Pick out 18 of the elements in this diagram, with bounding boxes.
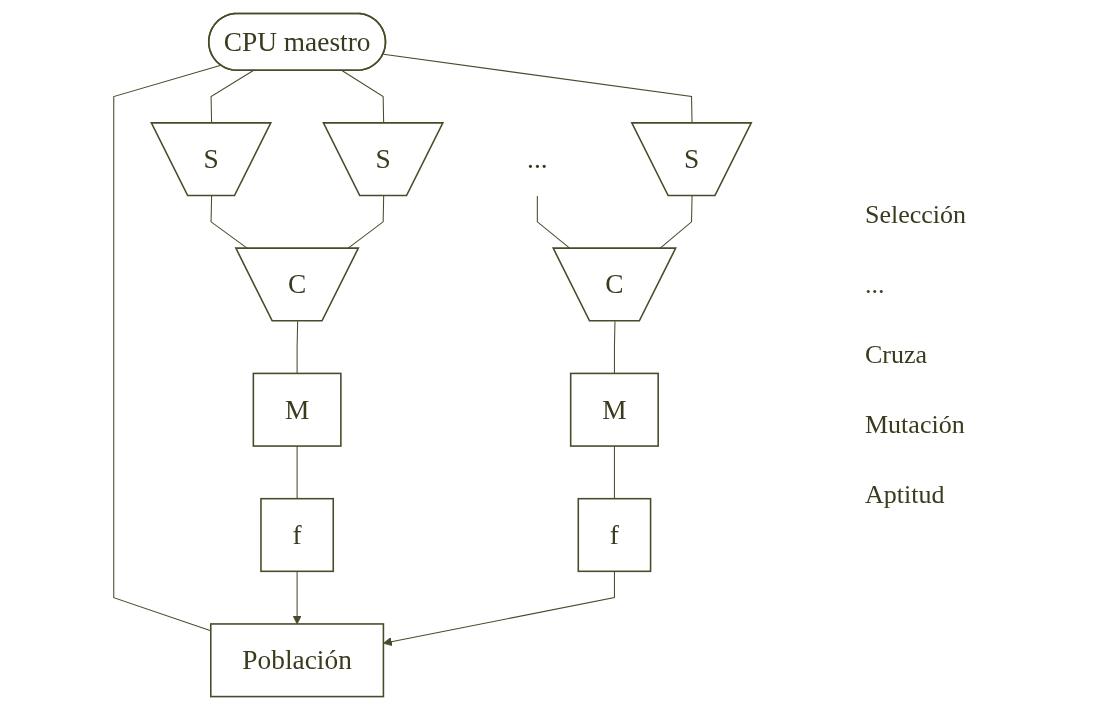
connector	[613, 445, 615, 499]
row-label: Mutación	[865, 409, 966, 440]
arrow	[292, 570, 302, 624]
connector	[613, 320, 616, 374]
node-box: f	[577, 497, 652, 572]
connector	[296, 320, 299, 374]
row-label: Cruza	[865, 339, 929, 370]
node-text: ...	[527, 143, 548, 174]
node-box: f	[260, 497, 335, 572]
connector	[113, 64, 222, 631]
arrow	[383, 570, 615, 646]
connector	[296, 445, 298, 499]
node-box: Población	[210, 622, 385, 697]
row-label: Selección	[865, 199, 968, 230]
row-label: ...	[865, 269, 886, 300]
node-box: M	[569, 372, 659, 447]
row-label: Aptitud	[865, 479, 946, 510]
node-box: M	[252, 372, 342, 447]
